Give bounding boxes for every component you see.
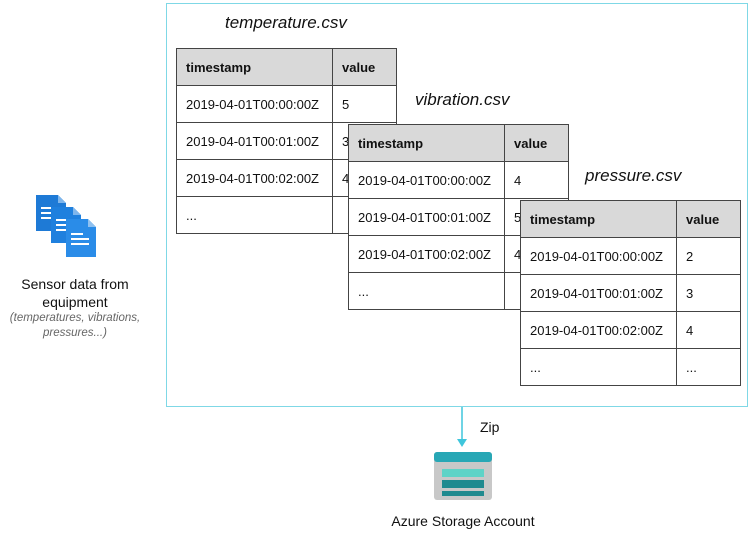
cell-value: 4 (504, 161, 569, 199)
cell-value: 2 (676, 237, 741, 275)
cell-timestamp: 2019-04-01T00:00:00Z (176, 85, 333, 123)
column-header-value: value (332, 48, 397, 86)
cell-timestamp: ... (176, 196, 333, 234)
table-row: ...... (520, 348, 741, 386)
storage-account-label: Azure Storage Account (391, 513, 535, 529)
zip-label: Zip (480, 419, 500, 435)
cell-value: 5 (332, 85, 397, 123)
arrow-down-icon (455, 407, 469, 449)
cell-timestamp: ... (520, 348, 677, 386)
cell-timestamp: 2019-04-01T00:02:00Z (176, 159, 333, 197)
cell-timestamp: 2019-04-01T00:01:00Z (520, 274, 677, 312)
cell-timestamp: 2019-04-01T00:02:00Z (348, 235, 505, 273)
file-title-pressure: pressure.csv (585, 166, 682, 185)
file-title-temperature: temperature.csv (225, 13, 347, 32)
table-header-row: timestamp value (520, 200, 741, 238)
storage-account-icon (434, 452, 492, 500)
column-header-timestamp: timestamp (520, 200, 677, 238)
cell-timestamp: 2019-04-01T00:01:00Z (348, 198, 505, 236)
cell-value: 3 (676, 274, 741, 312)
table-header-row: timestamp value (348, 124, 569, 162)
cell-timestamp: 2019-04-01T00:00:00Z (348, 161, 505, 199)
documents-icon (34, 193, 104, 263)
source-title: Sensor data from equipment (21, 276, 129, 310)
cell-value: ... (676, 348, 741, 386)
column-header-value: value (676, 200, 741, 238)
column-header-timestamp: timestamp (176, 48, 333, 86)
csv-files-group (166, 3, 748, 407)
file-title-vibration: vibration.csv (415, 90, 510, 109)
column-header-value: value (504, 124, 569, 162)
cell-value: 4 (676, 311, 741, 349)
cell-timestamp: ... (348, 272, 505, 310)
cell-timestamp: 2019-04-01T00:02:00Z (520, 311, 677, 349)
cell-timestamp: 2019-04-01T00:00:00Z (520, 237, 677, 275)
source-subtitle: (temperatures, vibrations, pressures...) (9, 312, 141, 339)
table-header-row: timestamp value (176, 48, 397, 86)
cell-timestamp: 2019-04-01T00:01:00Z (176, 122, 333, 160)
column-header-timestamp: timestamp (348, 124, 505, 162)
